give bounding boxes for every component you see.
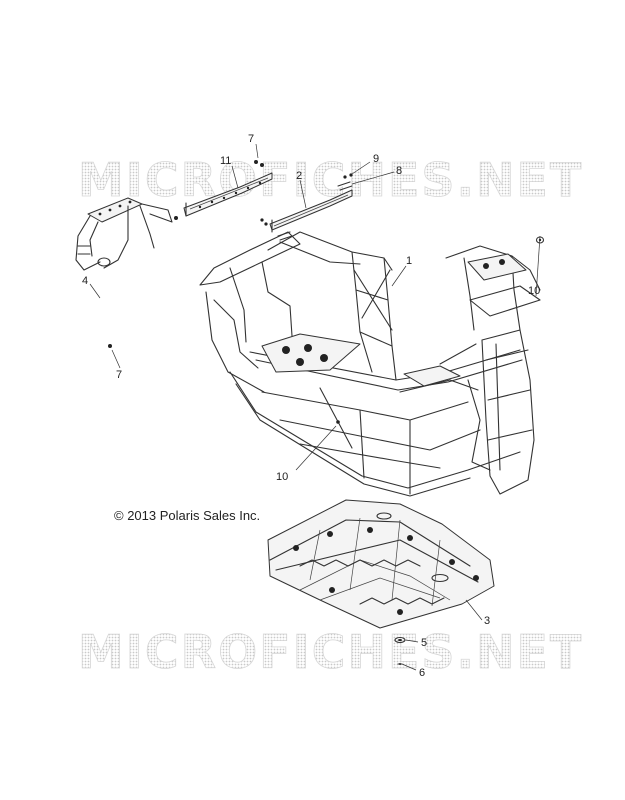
callout-8: 8: [396, 165, 402, 177]
part-7-bolt-lower: [108, 216, 178, 348]
watermark-top: MICROFICHES.NET: [78, 153, 583, 207]
callout-5: 5: [421, 637, 427, 649]
callout-4: 4: [82, 275, 88, 287]
callout-9: 9: [373, 153, 379, 165]
callout-10-upper: 10: [528, 285, 540, 297]
part-9-washers: [343, 173, 353, 179]
part-5-washer: [394, 636, 406, 644]
watermark-bottom: MICROFICHES.NET: [78, 625, 583, 679]
part-6-screw: [397, 663, 403, 665]
part-11-seat-rail: [183, 172, 273, 217]
part-8-screws: [337, 181, 353, 191]
part-7-bolts-upper: [254, 160, 264, 167]
callout-6: 6: [419, 667, 425, 679]
callout-11: 11: [220, 155, 231, 167]
part-4-rear-bumper: [75, 197, 173, 271]
part-3-skid-plate: [267, 499, 495, 629]
copyright-text: © 2013 Polaris Sales Inc.: [114, 508, 260, 523]
callout-7-upper: 7: [248, 133, 254, 145]
callout-2: 2: [296, 170, 302, 182]
part-1-main-frame: [199, 231, 541, 497]
callout-1: 1: [406, 255, 412, 267]
leader-lines: [89, 143, 541, 671]
part-2-seat-rail: [269, 189, 353, 233]
callout-7-lower: 7: [116, 369, 122, 381]
part-10-nut-frame: [336, 420, 340, 424]
callout-10-lower: 10: [276, 471, 288, 483]
callout-3: 3: [484, 615, 490, 627]
